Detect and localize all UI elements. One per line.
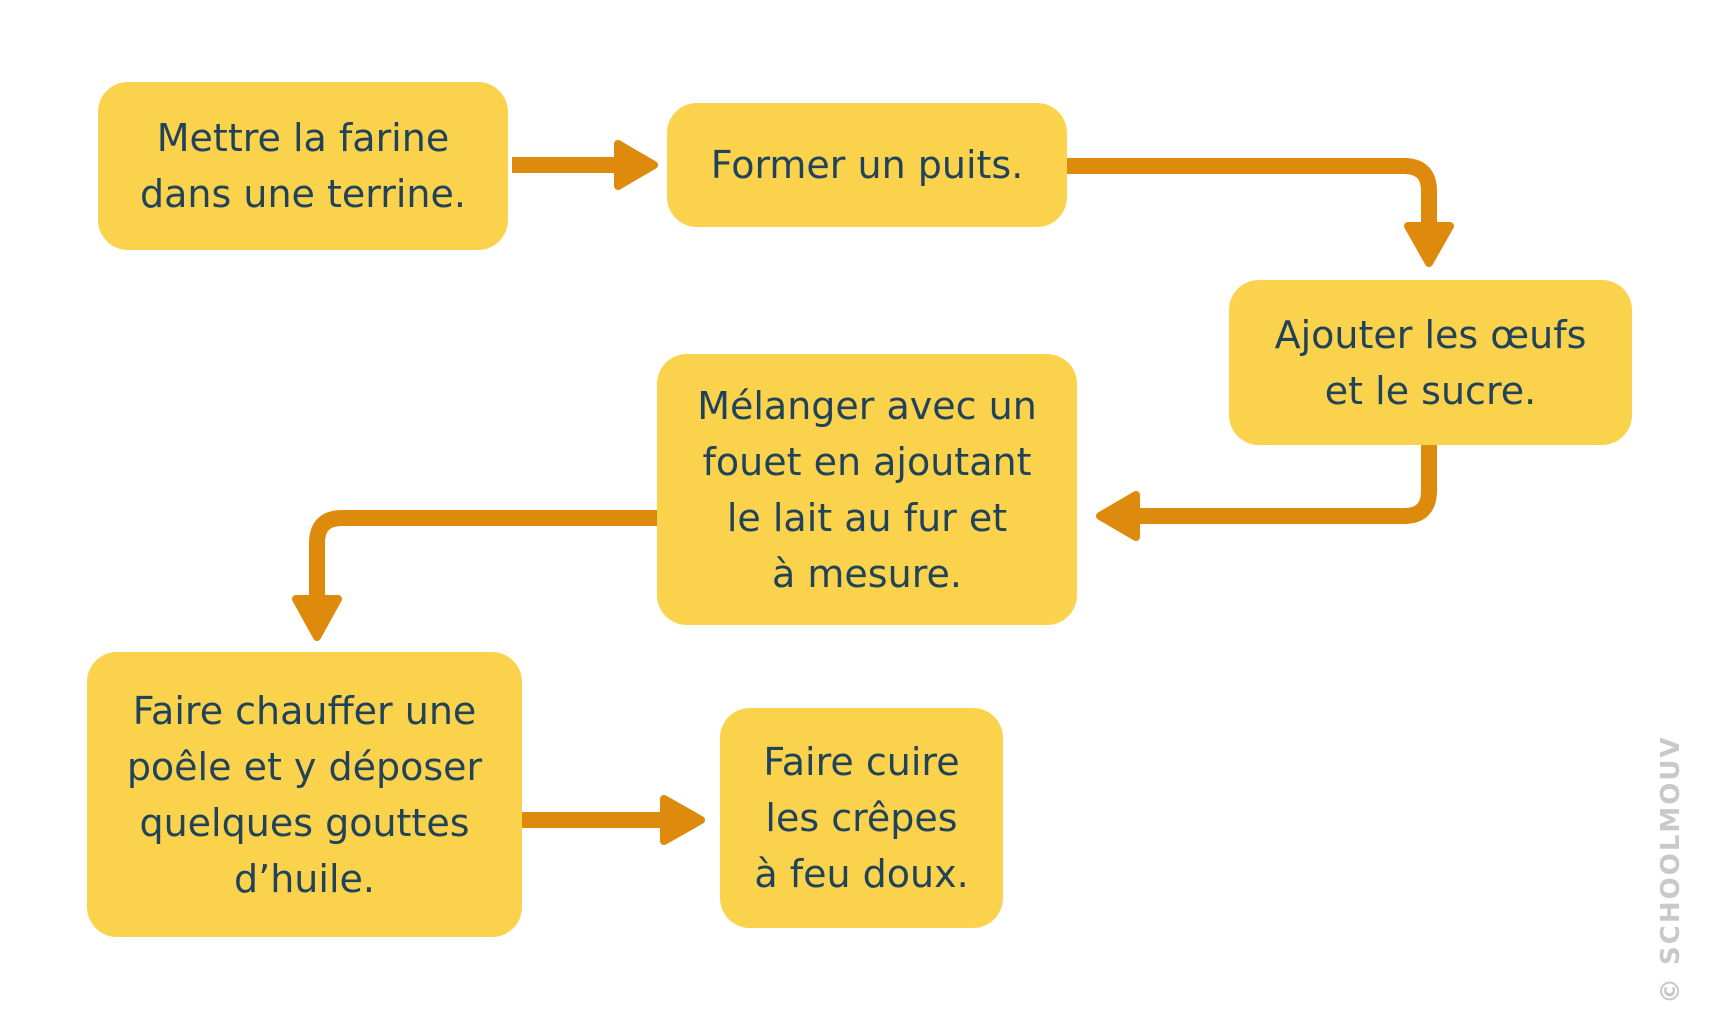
step-text-line: et le sucre. <box>1324 368 1537 413</box>
step-text-line: à feu doux. <box>754 852 969 896</box>
step-text-line: dans une terrine. <box>140 172 466 216</box>
step-text-line: à mesure. <box>772 551 962 596</box>
step-box-5: Faire chauffer une poêle et y déposer qu… <box>87 652 522 937</box>
arrowhead-right-icon <box>614 140 658 190</box>
step-text-line: Mélanger avec un <box>697 383 1037 428</box>
step-text-line: Ajouter les œufs <box>1274 312 1587 357</box>
arrowhead-left-icon <box>1096 491 1140 541</box>
arrowhead-down-icon <box>1404 222 1454 267</box>
step-box-1: Mettre la farine dans une terrine. <box>98 82 508 250</box>
step-text-line: Faire cuire <box>763 740 960 784</box>
step-text-line: quelques gouttes <box>139 800 470 845</box>
arrow-step2-to-step3 <box>1067 158 1454 267</box>
arrow-line <box>309 510 657 601</box>
arrowhead-right-icon <box>660 795 705 845</box>
arrow-step3-to-step4 <box>1096 445 1437 541</box>
step-box-6: Faire cuire les crêpes à feu doux. <box>720 708 1003 928</box>
schoolmouv-watermark: © SCHOOLMOUV <box>1656 735 1686 1004</box>
arrow-line <box>1067 158 1437 228</box>
step-text-line: Faire chauffer une <box>132 688 477 733</box>
step-text-line: le lait au fur et <box>726 495 1008 540</box>
arrow-step1-to-step2 <box>512 140 658 190</box>
step-text-line: Mettre la farine <box>156 116 450 160</box>
arrow-line <box>1138 445 1437 524</box>
step-text-line: Former un puits. <box>710 143 1024 187</box>
arrow-step5-to-step6 <box>522 795 705 845</box>
step-text-line: les crêpes <box>765 796 958 840</box>
arrow-step4-to-step5 <box>292 510 657 641</box>
step-text-line: poêle et y déposer <box>126 744 483 789</box>
step-box-4: Mélanger avec un fouet en ajoutant le la… <box>657 354 1077 625</box>
step-text-line: fouet en ajoutant <box>702 439 1032 484</box>
step-box-3: Ajouter les œufs et le sucre. <box>1229 280 1632 445</box>
arrowhead-down-icon <box>292 595 342 641</box>
step-box-2: Former un puits. <box>667 103 1067 227</box>
step-text-line: d’huile. <box>234 856 375 901</box>
